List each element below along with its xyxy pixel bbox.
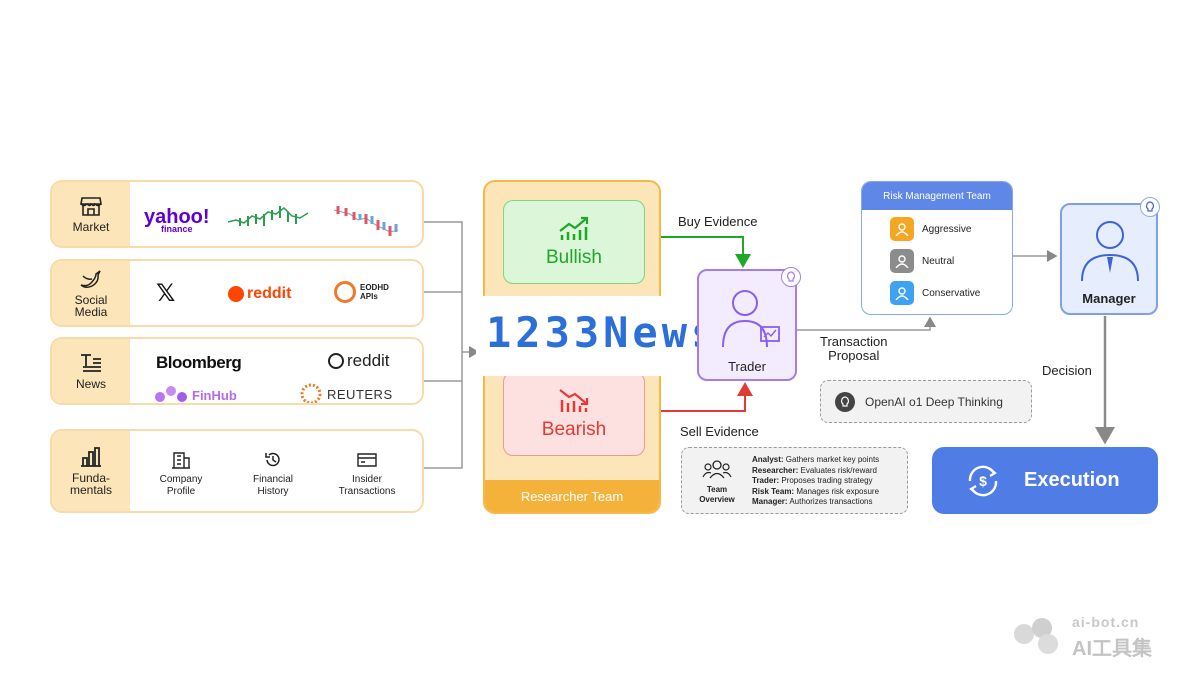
fundamentals-row: Funda- mentals Company Profile Financial… [50, 429, 424, 513]
fundamentals-category: Funda- mentals [52, 431, 130, 511]
person-icon [890, 249, 914, 273]
market-row: Market yahoo! finance [50, 180, 424, 248]
risk-member-neutral: Neutral [890, 249, 954, 273]
team-overview-label-wrap: Team Overview [690, 458, 744, 505]
reddit-icon [228, 286, 244, 302]
overview-row: Researcher: Evaluates risk/reward [752, 465, 877, 475]
company-profile-item: Company Profile [152, 451, 210, 498]
overview-row: Trader: Proposes trading strategy [752, 476, 873, 485]
risk-member-aggressive: Aggressive [890, 217, 971, 241]
site-logo-icon [1014, 618, 1058, 654]
insider-transactions-item: Insider Transactions [330, 451, 404, 498]
watermark-band [476, 296, 720, 376]
trend-down-icon [559, 389, 589, 412]
overview-row: Manager: Authorizes transactions [752, 497, 873, 506]
financial-history-item: Financial History [242, 451, 304, 498]
bullish-label: Bullish [546, 247, 602, 268]
category-label: Funda- mentals [69, 471, 113, 497]
decision-label: Decision [1042, 363, 1092, 378]
team-overview-list: Analyst: Gathers market key points Resea… [752, 455, 879, 508]
sell-evidence-label: Sell Evidence [680, 424, 759, 439]
sell-arrow [650, 382, 753, 412]
bar-chart-icon [81, 447, 101, 467]
history-icon [265, 452, 280, 467]
bird-icon [80, 270, 101, 289]
person-icon [890, 217, 914, 241]
news-category: News [52, 339, 130, 403]
watermark-text: 1233News [486, 308, 721, 357]
lightbulb-icon [781, 267, 801, 287]
social-media-row: Social Media 𝕏 reddit EODHD APIs [50, 259, 424, 327]
finhub-icon [155, 386, 187, 402]
trader-label: Trader [728, 359, 766, 374]
buy-arrow [650, 236, 751, 268]
store-icon [80, 197, 102, 216]
source-connector [424, 221, 480, 469]
proposal-arrow [797, 316, 936, 331]
researcher-team-label: Researcher Team [485, 480, 659, 512]
risk-team-title: Risk Management Team [862, 182, 1012, 210]
price-chart-thumbnail [227, 206, 309, 226]
building-icon [172, 452, 190, 469]
execution-box: $ Execution [932, 447, 1158, 514]
bullish-card: Bullish [503, 200, 645, 284]
news-row: News Bloomberg reddit FinHub REUTERS [50, 337, 424, 405]
card-icon [357, 453, 377, 467]
manager-person-icon [1081, 221, 1139, 282]
deep-thinking-label: OpenAI o1 Deep Thinking [865, 394, 1003, 409]
site-watermark: ai-bot.cn AI工具集 [1008, 614, 1188, 660]
manager-box: Manager [1060, 197, 1160, 315]
lightbulb-icon [1140, 197, 1160, 217]
openai-icon [835, 391, 855, 412]
svg-text:$: $ [979, 473, 987, 489]
yahoo-finance-logo: yahoo! finance [144, 206, 210, 234]
team-overview-label: Team Overview [699, 485, 735, 504]
transaction-proposal-label: Transaction Proposal [820, 334, 888, 363]
risk-management-box: Risk Management Team Aggressive Neutral … [861, 181, 1013, 315]
site-name: AI工具集 [1072, 638, 1152, 660]
category-label: News [75, 377, 106, 391]
trader-person-icon [722, 290, 780, 348]
finhub-logo: FinHub [154, 385, 237, 403]
trader-box: Trader [697, 267, 801, 381]
reuters-icon [300, 383, 322, 403]
market-category: Market [52, 182, 130, 246]
eodhd-icon [334, 281, 356, 303]
overview-row: Analyst: Gathers market key points [752, 455, 880, 464]
reddit-icon [328, 353, 344, 369]
category-label: Market [72, 220, 110, 234]
person-icon [890, 281, 914, 305]
reuters-logo: REUTERS [300, 383, 393, 403]
eodhd-logo: EODHD APIs [334, 281, 389, 303]
social-category: Social Media [52, 261, 130, 325]
reddit-news-logo: reddit [328, 351, 390, 371]
team-overview-box: Team Overview Analyst: Gathers market ke… [681, 447, 908, 514]
deep-thinking-box: OpenAI o1 Deep Thinking [820, 380, 1032, 423]
site-url: ai-bot.cn [1072, 614, 1140, 630]
candlestick-thumbnail [333, 206, 399, 236]
newspaper-icon [81, 354, 101, 372]
bearish-card: Bearish [503, 372, 645, 456]
currency-exchange-icon: $ [968, 465, 998, 496]
x-logo: 𝕏 [156, 280, 176, 307]
bearish-label: Bearish [541, 419, 607, 440]
trend-up-icon [559, 216, 589, 240]
buy-evidence-label: Buy Evidence [678, 214, 758, 229]
reddit-logo: reddit [228, 285, 291, 303]
risk-member-conservative: Conservative [890, 281, 980, 305]
overview-row: Risk Team: Manages risk exposure [752, 486, 880, 496]
execution-label: Execution [1024, 469, 1120, 491]
bloomberg-logo: Bloomberg [156, 353, 242, 372]
team-icon [702, 460, 732, 479]
category-label: Social Media [74, 293, 108, 319]
manager-label: Manager [1082, 291, 1136, 306]
